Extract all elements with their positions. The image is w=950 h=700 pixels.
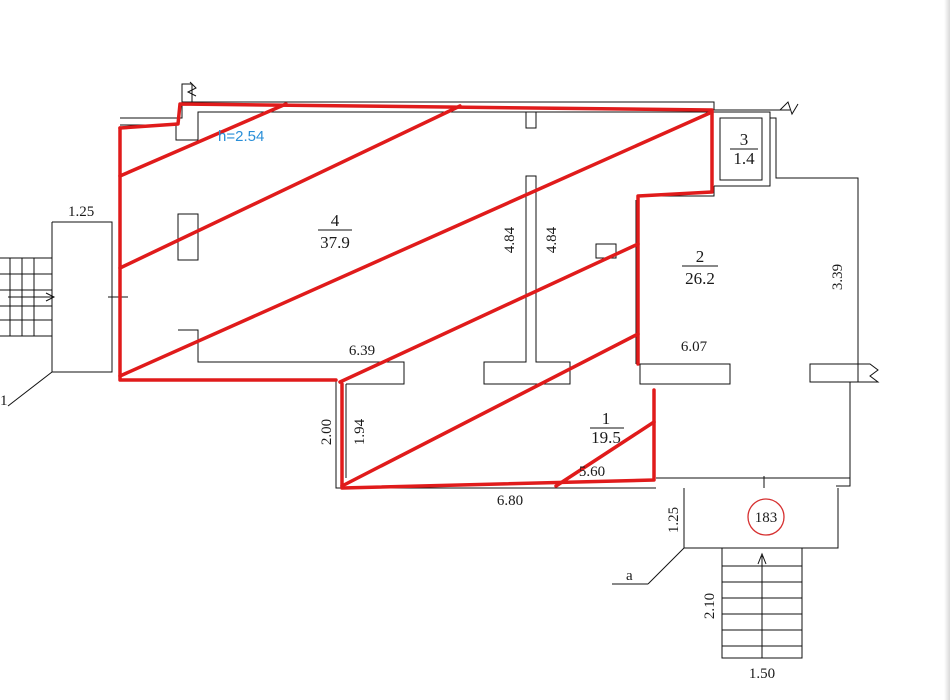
- room-1-area: 19.5: [591, 428, 621, 447]
- dim-room2-height: 3.39: [830, 264, 846, 290]
- dim-porch-depth: 1.25: [666, 507, 682, 533]
- dim-room4-width: 6.39: [349, 343, 375, 359]
- front-porch: [612, 476, 839, 659]
- room-4-label: 4 37.9: [318, 211, 352, 252]
- dim-room1-height-b: 1.94: [352, 418, 368, 445]
- room-2-number: 2: [696, 247, 705, 266]
- dim-room1-partial: 5.60: [579, 464, 605, 480]
- room-4-number: 4: [331, 211, 340, 230]
- left-stair-label: 1: [0, 393, 8, 409]
- page-edge: [944, 0, 950, 700]
- dim-stair-width: 1.50: [749, 666, 775, 682]
- room-3-label: 3 1.4: [730, 130, 758, 168]
- room-3-area: 1.4: [733, 149, 755, 168]
- ceiling-height-label: h=2.54: [218, 128, 264, 145]
- room-1-label: 1 19.5: [590, 409, 624, 447]
- room-1-number: 1: [602, 409, 611, 428]
- dim-entrance-left: 1.25: [68, 204, 94, 220]
- porch-label: a: [626, 568, 633, 584]
- dim-room1-height-a: 2.00: [319, 419, 335, 445]
- dim-stair-length: 2.10: [702, 593, 718, 619]
- dim-room1-width: 6.80: [497, 493, 523, 509]
- room-4-area: 37.9: [320, 233, 350, 252]
- dim-room2-width: 6.07: [681, 339, 708, 355]
- red-markup: [118, 102, 714, 490]
- left-entrance-stair: [0, 221, 128, 407]
- room-2-area: 26.2: [685, 269, 715, 288]
- room-3-number: 3: [740, 130, 749, 149]
- walls: [120, 81, 880, 489]
- room-2-label: 2 26.2: [682, 247, 718, 288]
- dim-room4-height-a: 4.84: [502, 226, 518, 253]
- building-marker-circle: [747, 498, 785, 536]
- dim-room4-height-b: 4.84: [544, 226, 560, 253]
- building-number: 183: [755, 510, 778, 526]
